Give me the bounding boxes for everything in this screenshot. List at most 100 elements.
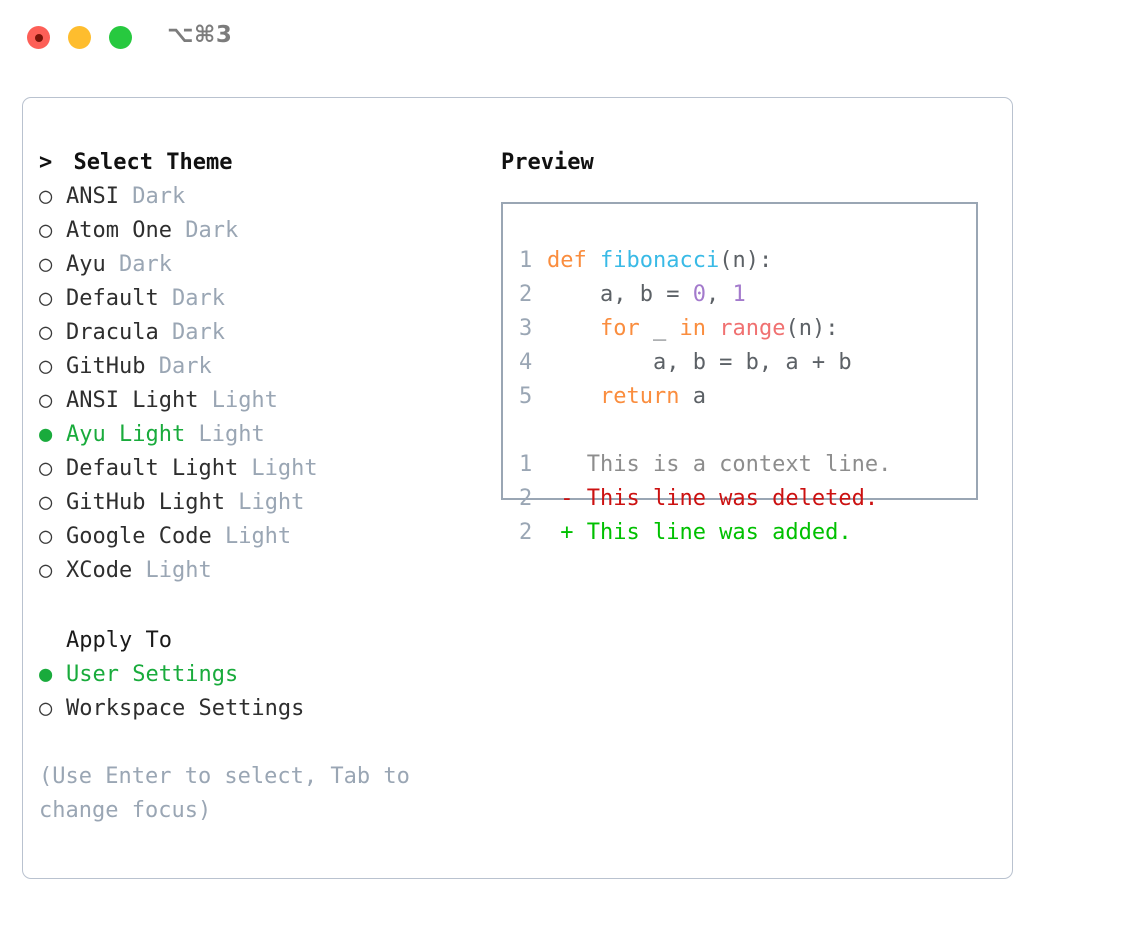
theme-list-item[interactable]: ○ Ayu Dark <box>39 248 479 282</box>
theme-name-label: Default Light <box>66 456 239 481</box>
theme-list-item[interactable]: ○ Default Dark <box>39 282 479 316</box>
radio-unselected-icon: ○ <box>39 456 53 481</box>
code-token <box>547 384 600 409</box>
code-line: 3 for _ in range(n): <box>519 312 976 346</box>
radio-unselected-icon: ○ <box>39 286 53 311</box>
code-token: a, b = b, a + b <box>547 350 852 375</box>
theme-variant-tag: Light <box>132 558 212 583</box>
theme-name-label: Atom One <box>66 218 172 243</box>
theme-name-label: Default <box>66 286 159 311</box>
theme-list-item[interactable]: ○ANSI Dark <box>39 180 479 214</box>
code-token <box>587 248 600 273</box>
radio-selected-icon: ● <box>39 662 53 687</box>
line-number: 1 <box>519 452 533 477</box>
radio-unselected-icon: ○ <box>39 524 53 549</box>
theme-selector-panel: > Select Theme ○ANSI Dark○Atom One Dark○… <box>22 97 1013 879</box>
radio-unselected-icon: ○ <box>39 558 53 583</box>
code-token: a, b = <box>547 282 693 307</box>
title-bar: ⌥⌘3 <box>0 0 1140 78</box>
theme-list-heading-label: Select Theme <box>73 150 233 175</box>
traffic-lights <box>27 26 132 49</box>
apply-to-section: Apply To ● User Settings ○Workspace Settin… <box>39 624 479 726</box>
line-number: 2 <box>519 520 533 545</box>
theme-list-heading: > Select Theme <box>39 146 479 180</box>
code-token: def <box>547 248 587 273</box>
theme-list-column: > Select Theme ○ANSI Dark○Atom One Dark○… <box>39 146 479 828</box>
radio-unselected-icon: ○ <box>39 320 53 345</box>
theme-variant-tag: Light <box>211 524 292 549</box>
theme-list-item[interactable]: ● Ayu Light Light <box>39 418 479 452</box>
line-number: 1 <box>519 248 533 273</box>
diff-text: This is a context line. <box>547 452 892 477</box>
theme-list-item[interactable]: ○ Atom One Dark <box>39 214 479 248</box>
theme-variant-tag: Light <box>238 456 318 481</box>
code-token: (n): <box>719 248 773 273</box>
theme-list-item[interactable]: ○ GitHub Light Light <box>39 486 479 520</box>
code-line: 5 return a <box>519 380 976 414</box>
code-token: a <box>679 384 706 409</box>
radio-unselected-icon: ○ <box>39 388 53 413</box>
code-token: (n): <box>785 316 839 341</box>
theme-list-item[interactable]: ○ Default Light Light <box>39 452 479 486</box>
code-token: in <box>679 316 706 341</box>
keyboard-shortcut-label: ⌥⌘3 <box>167 22 233 48</box>
code-token: , <box>705 282 733 307</box>
radio-unselected-icon: ○ <box>39 696 53 721</box>
minimize-button-icon[interactable] <box>68 26 91 49</box>
diff-line: 1 This is a context line. <box>519 448 976 482</box>
code-line: 2 a, b = 0, 1 <box>519 278 976 312</box>
theme-variant-tag: Light <box>198 388 278 413</box>
code-token <box>547 316 600 341</box>
theme-list-item[interactable]: ○ ANSI Light Light <box>39 384 479 418</box>
apply-to-list[interactable]: ● User Settings ○Workspace Settings <box>39 658 479 726</box>
theme-variant-tag: Dark <box>158 320 225 345</box>
theme-list-item[interactable]: ○Dracula Dark <box>39 316 479 350</box>
preview-heading: Preview <box>501 150 594 175</box>
focus-caret-icon: > <box>39 150 53 175</box>
apply-to-heading: Apply To <box>66 628 172 653</box>
apply-to-option[interactable]: ● User Settings <box>39 658 479 692</box>
diff-sample: 1 This is a context line. 2 - This line w… <box>519 448 976 550</box>
apply-to-option[interactable]: ○Workspace Settings <box>39 692 479 726</box>
theme-variant-tag: Dark <box>171 218 239 243</box>
code-token: for <box>599 316 640 341</box>
theme-variant-tag: Dark <box>145 354 212 379</box>
line-number: 5 <box>519 384 533 409</box>
theme-variant-tag: Light <box>224 490 305 515</box>
theme-variant-tag: Light <box>185 422 265 447</box>
code-token: range <box>719 316 786 341</box>
theme-list-item[interactable]: ○GitHub Dark <box>39 350 479 384</box>
theme-variant-tag: Dark <box>105 252 172 277</box>
close-button-icon[interactable] <box>27 26 50 49</box>
code-line: 1 def fibonacci(n): <box>519 244 976 278</box>
theme-variant-tag: Dark <box>158 286 225 311</box>
keyboard-hint-text: (Use Enter to select, Tab to change focu… <box>39 764 410 823</box>
radio-selected-icon: ● <box>39 422 53 447</box>
diff-text: + This line was added. <box>547 520 852 545</box>
code-token: 0 <box>692 282 706 307</box>
apply-to-option-label: User Settings <box>66 662 239 687</box>
theme-name-label: Ayu Light <box>66 422 186 447</box>
code-token: fibonacci <box>600 248 720 273</box>
theme-list-item[interactable]: ○ Google Code Light <box>39 520 479 554</box>
code-token: return <box>599 384 680 409</box>
code-line: 4 a, b = b, a + b <box>519 346 976 380</box>
theme-name-label: Google Code <box>66 524 212 549</box>
theme-name-label: GitHub Light <box>66 490 225 515</box>
radio-unselected-icon: ○ <box>39 252 53 277</box>
theme-name-label: ANSI Light <box>66 388 199 413</box>
diff-line: 2 + This line was added. <box>519 516 976 550</box>
maximize-button-icon[interactable] <box>109 26 132 49</box>
theme-list-item[interactable]: ○ XCode Light <box>39 554 479 588</box>
radio-unselected-icon: ○ <box>39 218 53 243</box>
theme-name-label: Ayu <box>66 252 106 277</box>
diff-text: - This line was deleted. <box>547 486 879 511</box>
radio-unselected-icon: ○ <box>39 490 53 515</box>
radio-unselected-icon: ○ <box>39 354 53 379</box>
theme-variant-tag: Dark <box>118 184 186 209</box>
theme-list[interactable]: ○ANSI Dark ○ Atom One Dark ○ Ayu Dark ○ Defaul… <box>39 180 479 588</box>
theme-name-label: XCode <box>66 558 133 583</box>
